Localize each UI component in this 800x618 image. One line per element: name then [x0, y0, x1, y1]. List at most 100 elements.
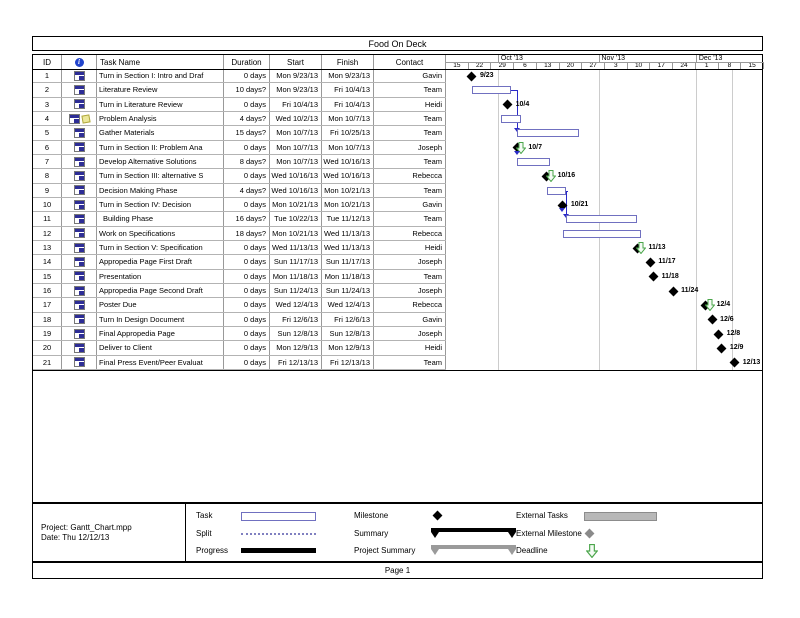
- cell-start[interactable]: Fri 12/13/13: [270, 355, 322, 369]
- cell-duration[interactable]: 0 days: [224, 326, 270, 341]
- cell-icon[interactable]: [62, 212, 97, 226]
- cell-contact[interactable]: Team: [374, 183, 446, 197]
- cell-name[interactable]: Turn in Section IV: Decision: [97, 197, 224, 212]
- cell-start[interactable]: Mon 10/7/13: [270, 126, 322, 140]
- cell-id[interactable]: 5: [33, 126, 62, 140]
- cell-id[interactable]: 12: [33, 226, 62, 240]
- cell-icon[interactable]: [62, 312, 97, 326]
- milestone-diamond[interactable]: [713, 329, 724, 340]
- task-bar[interactable]: [566, 215, 638, 224]
- cell-duration[interactable]: 0 days: [224, 269, 270, 283]
- cell-name[interactable]: Develop Alternative Solutions: [97, 154, 224, 169]
- cell-icon[interactable]: [62, 240, 97, 255]
- cell-contact[interactable]: Rebecca: [374, 298, 446, 312]
- cell-duration[interactable]: 0 days: [224, 341, 270, 355]
- cell-contact[interactable]: Team: [374, 126, 446, 140]
- cell-finish[interactable]: Sun 11/24/13: [322, 283, 374, 298]
- milestone-diamond[interactable]: [645, 257, 656, 268]
- cell-contact[interactable]: Joseph: [374, 140, 446, 154]
- task-bar[interactable]: [517, 157, 550, 166]
- cell-finish[interactable]: Fri 12/13/13: [322, 355, 374, 369]
- cell-finish[interactable]: Wed 10/16/13: [322, 154, 374, 169]
- cell-finish[interactable]: Sun 11/17/13: [322, 255, 374, 269]
- cell-icon[interactable]: [62, 69, 97, 83]
- cell-id[interactable]: 15: [33, 269, 62, 283]
- cell-finish[interactable]: Mon 10/21/13: [322, 183, 374, 197]
- task-bar[interactable]: [562, 229, 641, 238]
- cell-contact[interactable]: Gavin: [374, 197, 446, 212]
- cell-name[interactable]: Turn in Section I: Intro and Draf: [97, 69, 224, 83]
- cell-duration[interactable]: 0 days: [224, 240, 270, 255]
- cell-id[interactable]: 10: [33, 197, 62, 212]
- cell-id[interactable]: 20: [33, 341, 62, 355]
- cell-name[interactable]: Final Press Event/Peer Evaluat: [97, 355, 224, 369]
- cell-name[interactable]: Deliver to Client: [97, 341, 224, 355]
- cell-icon[interactable]: [62, 140, 97, 154]
- cell-start[interactable]: Mon 11/18/13: [270, 269, 322, 283]
- cell-contact[interactable]: Heidi: [374, 341, 446, 355]
- cell-start[interactable]: Fri 10/4/13: [270, 97, 322, 111]
- cell-start[interactable]: Sun 11/17/13: [270, 255, 322, 269]
- cell-name[interactable]: Turn in Section II: Problem Ana: [97, 140, 224, 154]
- cell-contact[interactable]: Team: [374, 212, 446, 226]
- note-icon[interactable]: [80, 114, 91, 124]
- cell-duration[interactable]: 4 days?: [224, 183, 270, 197]
- cell-start[interactable]: Mon 10/21/13: [270, 226, 322, 240]
- cell-id[interactable]: 1: [33, 69, 62, 83]
- cell-id[interactable]: 11: [33, 212, 62, 226]
- cell-name[interactable]: Turn in Section V: Specification: [97, 240, 224, 255]
- cell-duration[interactable]: 0 days: [224, 312, 270, 326]
- cell-duration[interactable]: 0 days: [224, 169, 270, 183]
- cell-start[interactable]: Wed 12/4/13: [270, 298, 322, 312]
- cell-duration[interactable]: 0 days: [224, 255, 270, 269]
- cell-finish[interactable]: Fri 10/4/13: [322, 97, 374, 111]
- task-bar[interactable]: [471, 86, 511, 95]
- cell-contact[interactable]: Joseph: [374, 283, 446, 298]
- cell-name[interactable]: Literature Review: [97, 83, 224, 97]
- cell-icon[interactable]: [62, 269, 97, 283]
- cell-duration[interactable]: 10 days?: [224, 83, 270, 97]
- cell-contact[interactable]: Rebecca: [374, 226, 446, 240]
- header-cell-finish[interactable]: Finish: [322, 55, 374, 69]
- cell-start[interactable]: Mon 10/7/13: [270, 140, 322, 154]
- cell-icon[interactable]: [62, 126, 97, 140]
- cell-name[interactable]: Work on Specifications: [97, 226, 224, 240]
- cell-id[interactable]: 13: [33, 240, 62, 255]
- cell-start[interactable]: Mon 10/7/13: [270, 154, 322, 169]
- cell-duration[interactable]: 8 days?: [224, 154, 270, 169]
- cell-finish[interactable]: Mon 10/21/13: [322, 197, 374, 212]
- cell-finish[interactable]: Sun 12/8/13: [322, 326, 374, 341]
- cell-duration[interactable]: 0 days: [224, 140, 270, 154]
- cell-start[interactable]: Tue 10/22/13: [270, 212, 322, 226]
- cell-start[interactable]: Wed 10/2/13: [270, 111, 322, 126]
- milestone-diamond[interactable]: [707, 314, 718, 325]
- cell-id[interactable]: 18: [33, 312, 62, 326]
- cell-duration[interactable]: 15 days?: [224, 126, 270, 140]
- cell-name[interactable]: Decision Making Phase: [97, 183, 224, 197]
- cell-id[interactable]: 19: [33, 326, 62, 341]
- cell-contact[interactable]: Gavin: [374, 69, 446, 83]
- cell-icon[interactable]: [62, 83, 97, 97]
- cell-contact[interactable]: Heidi: [374, 240, 446, 255]
- cell-name[interactable]: Appropedia Page First Draft: [97, 255, 224, 269]
- cell-duration[interactable]: 16 days?: [224, 212, 270, 226]
- cell-contact[interactable]: Team: [374, 83, 446, 97]
- cell-id[interactable]: 3: [33, 97, 62, 111]
- cell-icon[interactable]: [62, 341, 97, 355]
- cell-id[interactable]: 4: [33, 111, 62, 126]
- cell-contact[interactable]: Joseph: [374, 255, 446, 269]
- cell-finish[interactable]: Tue 11/12/13: [322, 212, 374, 226]
- cell-duration[interactable]: 0 days: [224, 283, 270, 298]
- cell-name[interactable]: Gather Materials: [97, 126, 224, 140]
- cell-finish[interactable]: Mon 11/18/13: [322, 269, 374, 283]
- cell-icon[interactable]: [62, 255, 97, 269]
- cell-duration[interactable]: 4 days?: [224, 111, 270, 126]
- cell-id[interactable]: 9: [33, 183, 62, 197]
- task-bar[interactable]: [546, 186, 567, 195]
- milestone-diamond[interactable]: [467, 71, 477, 82]
- cell-start[interactable]: Mon 12/9/13: [270, 341, 322, 355]
- header-cell-contact[interactable]: Contact: [374, 55, 446, 69]
- cell-start[interactable]: Wed 11/13/13: [270, 240, 322, 255]
- cell-contact[interactable]: Gavin: [374, 312, 446, 326]
- cell-contact[interactable]: Team: [374, 355, 446, 369]
